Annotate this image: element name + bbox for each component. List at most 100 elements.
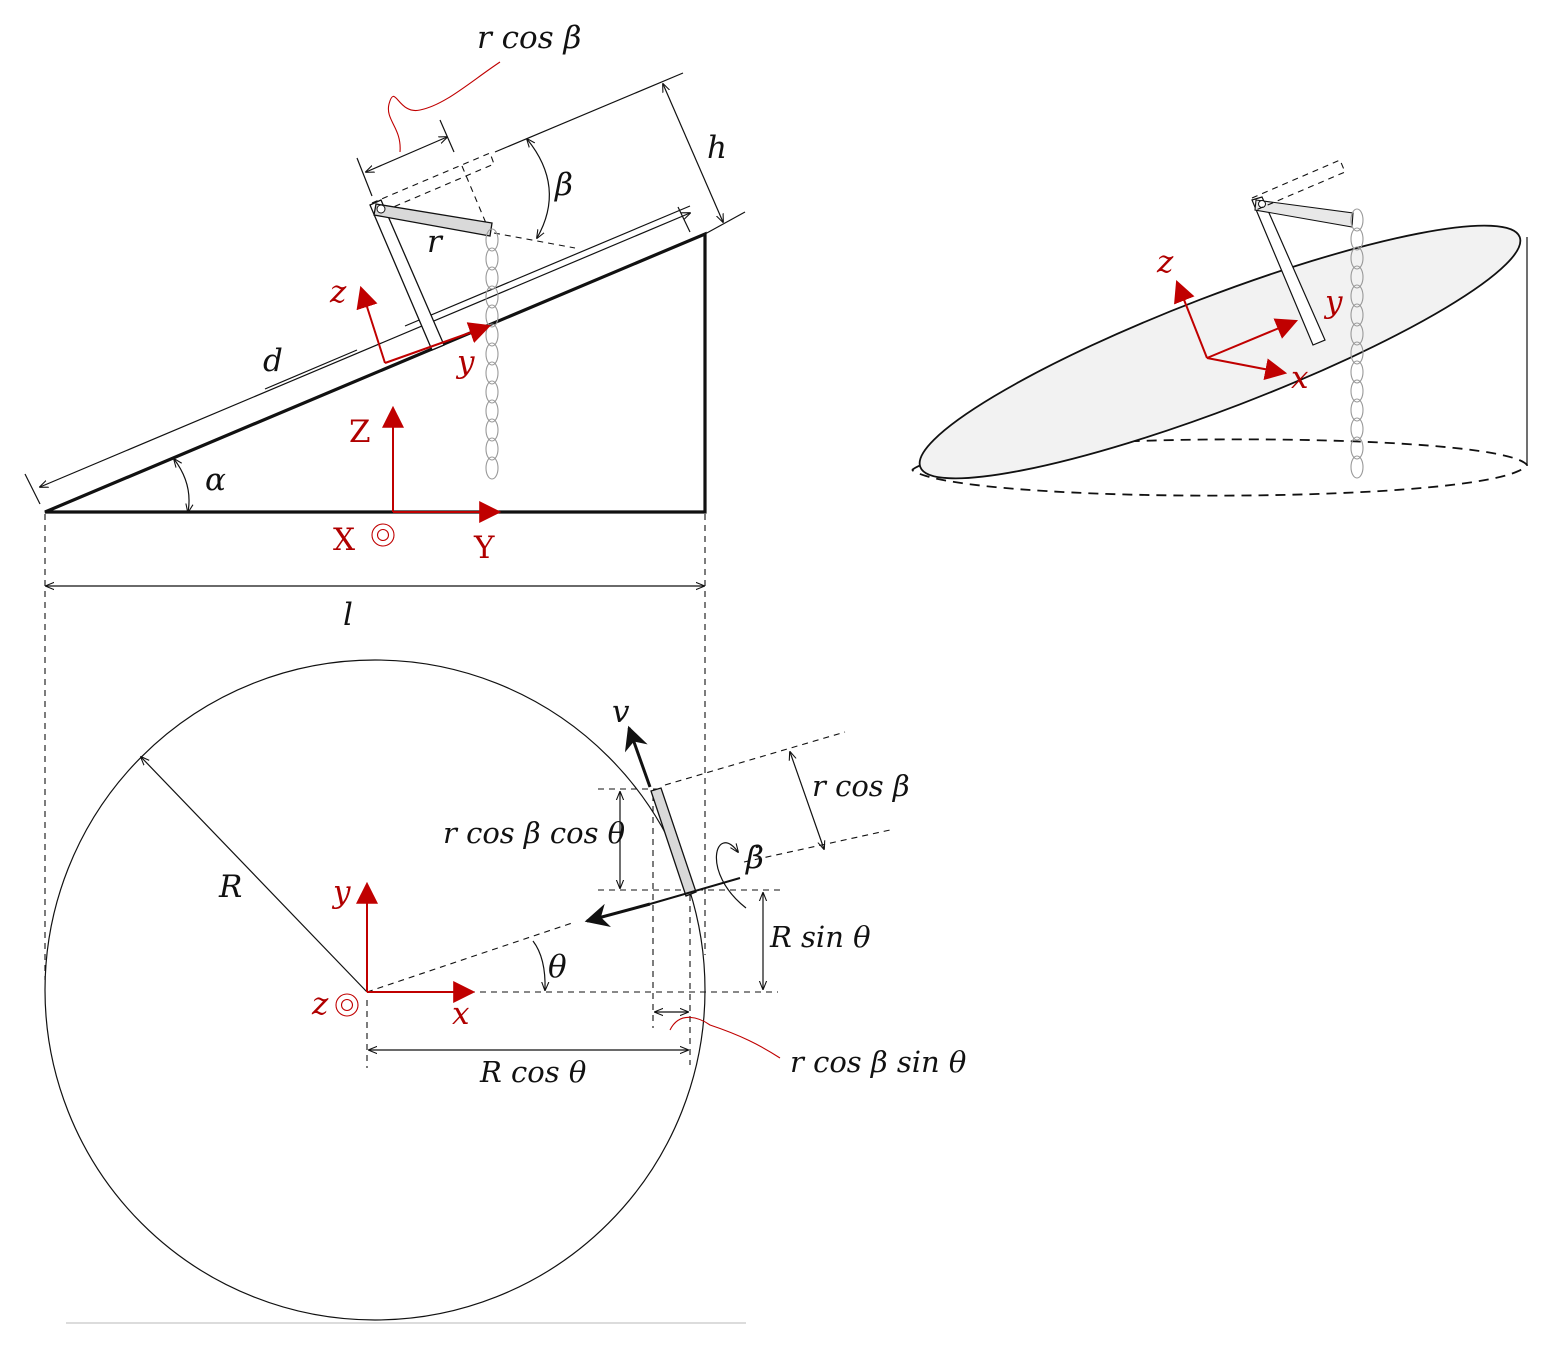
label-y-top: y	[331, 874, 351, 910]
label-x-top: x	[452, 996, 470, 1032]
chain-link	[485, 228, 499, 252]
label-x-persp: x	[1291, 360, 1309, 396]
axis-y-local	[384, 322, 492, 364]
chain-link	[1350, 208, 1364, 232]
beta-dot-rotation	[715, 842, 747, 909]
side-view: r cos β h β r d α z y Z X Y	[24, 20, 746, 566]
h-extension-bottom	[704, 211, 746, 235]
label-R-cos-theta: R cos θ	[479, 1055, 586, 1089]
chain-link	[485, 304, 499, 328]
base-circle	[44, 659, 706, 1321]
pivot-icon	[376, 204, 386, 214]
swing-arm-top	[650, 787, 697, 897]
chain-link	[485, 456, 499, 480]
chain-link	[1350, 303, 1364, 327]
label-z-top: z	[311, 986, 329, 1022]
chain-link	[485, 285, 499, 309]
chain-link	[1350, 379, 1364, 403]
out-of-page-z-icon	[335, 993, 359, 1017]
label-r-cos-beta-top: r cos β	[477, 20, 581, 56]
chain	[485, 228, 499, 480]
beta-dot-axis-arrow	[584, 902, 651, 927]
out-of-page-z-inner	[340, 998, 354, 1012]
label-theta: θ	[548, 949, 567, 985]
swing-arm	[373, 203, 493, 237]
label-beta: β	[554, 167, 573, 203]
label-d: d	[263, 343, 283, 379]
label-beta-dot: β̇	[745, 840, 764, 876]
axis-y-persp	[1206, 318, 1299, 359]
h-dimension-line	[663, 84, 723, 222]
radius-R-line	[141, 757, 368, 993]
beta-dot-axis	[649, 877, 741, 905]
chain-link	[1350, 284, 1364, 308]
beta-ref-dashed	[493, 232, 576, 249]
chain-link	[1350, 322, 1364, 346]
chain-persp	[1350, 208, 1364, 479]
chain-link	[485, 399, 499, 423]
out-of-page-X-icon	[371, 523, 395, 547]
chain-link	[485, 342, 499, 366]
label-r-cos-beta-sin-theta: r cos β sin θ	[790, 1045, 966, 1079]
rcbst-leader	[669, 1016, 781, 1059]
rcb-top-dimension	[366, 137, 447, 172]
theta-arc	[532, 940, 545, 990]
chain-link	[1350, 341, 1364, 365]
label-R-sin-theta: R sin θ	[769, 920, 871, 954]
chain-link	[485, 418, 499, 442]
rcb-ext-left	[356, 157, 373, 197]
chain-link	[485, 266, 499, 290]
d-dimension-line	[40, 213, 690, 487]
label-h: h	[707, 130, 727, 166]
chain-link	[485, 437, 499, 461]
label-r-cos-beta-cos-theta: r cos β cos θ	[443, 816, 625, 850]
label-z-local: z	[329, 274, 347, 310]
d-extension-left	[24, 473, 41, 505]
support-post-persp	[1251, 196, 1326, 346]
rcb-ext-right	[439, 119, 455, 153]
axis-x-persp	[1206, 357, 1288, 381]
projected-bar-persp	[1251, 159, 1346, 211]
chain-link	[1350, 360, 1364, 384]
chain-link	[1350, 417, 1364, 441]
axis-z-persp	[1174, 279, 1208, 359]
rcb-right-ext-bottom	[743, 829, 891, 863]
label-Z: Z	[349, 414, 371, 450]
rcb-top-leader	[387, 61, 501, 153]
label-X: X	[333, 522, 355, 558]
support-post	[369, 199, 445, 351]
chain-link	[1350, 436, 1364, 460]
chain-link	[1350, 398, 1364, 422]
pivot-persp-icon	[1258, 200, 1266, 208]
label-v: v	[612, 694, 630, 730]
velocity-vector	[624, 725, 652, 788]
top-view: v r cos β r cos β cos θ β̇ R R sin θ θ y…	[44, 659, 966, 1321]
label-r: r	[427, 224, 444, 260]
perspective-view: z y x	[911, 159, 1529, 497]
chain-link	[1350, 246, 1364, 270]
alpha-arc	[174, 459, 189, 512]
projected-bar-dashed	[371, 152, 495, 215]
d-gap-mask	[264, 349, 358, 390]
label-r-cos-beta-right: r cos β	[812, 769, 910, 803]
label-l: l	[343, 597, 353, 633]
chain-link	[485, 361, 499, 385]
label-R: R	[218, 869, 242, 905]
axis-z-local	[356, 285, 386, 364]
chain-link	[485, 247, 499, 271]
label-y-local: y	[455, 344, 475, 380]
beta-arc	[527, 139, 550, 238]
ramp-triangle	[44, 231, 707, 514]
rcb-right-ext-top	[664, 731, 846, 786]
rcb-right-dimension	[790, 752, 824, 849]
projection-drop-dashed	[461, 165, 489, 229]
d-guide	[404, 205, 691, 327]
label-alpha: α	[205, 462, 226, 498]
h-extension-top	[494, 72, 684, 153]
l-dimension: l	[44, 514, 706, 980]
label-y-persp: y	[1323, 284, 1343, 320]
out-of-page-X-inner	[376, 528, 390, 542]
chain-link	[1350, 227, 1364, 251]
chain-link	[1350, 455, 1364, 479]
